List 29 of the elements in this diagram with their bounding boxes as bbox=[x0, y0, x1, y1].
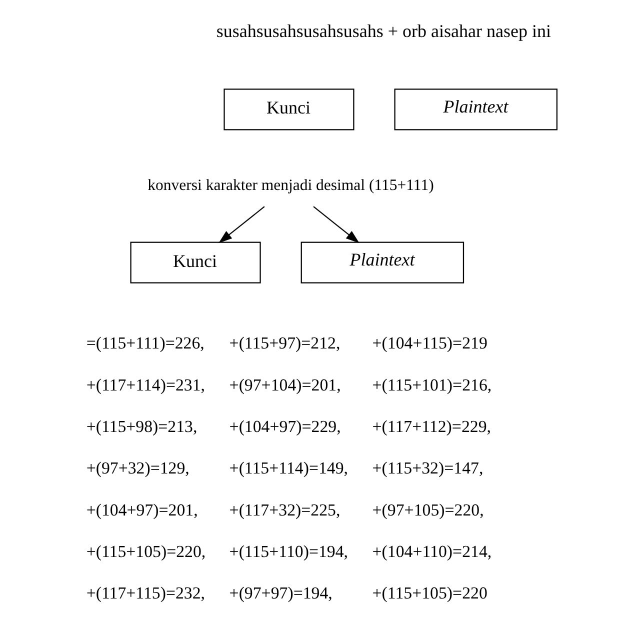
label: +(104+110)=214, bbox=[372, 542, 492, 561]
label: +(117+32)=225, bbox=[228, 500, 340, 520]
label: +(115+105)=220, bbox=[86, 542, 206, 561]
arrow bbox=[312, 206, 359, 244]
label: +(117+115)=232, bbox=[86, 584, 205, 603]
label: +(97+105)=220, bbox=[372, 500, 484, 520]
label: +(115+114)=149, bbox=[228, 458, 348, 478]
label: susahsusahsusahsusahs + orb aisahar nasep ini bbox=[216, 21, 550, 42]
label: +(104+115)=219 bbox=[372, 334, 487, 353]
node-box: Plaintext bbox=[300, 242, 464, 284]
label: +(97+104)=201, bbox=[228, 375, 340, 394]
label: =(115+111)=226, bbox=[86, 334, 204, 353]
label: +(115+98)=213, bbox=[86, 416, 197, 436]
label: +(117+112)=229, bbox=[372, 416, 490, 436]
label: +(104+97)=201, bbox=[86, 500, 198, 520]
label: +(115+101)=216, bbox=[372, 375, 492, 394]
node-box: Kunci bbox=[130, 242, 260, 284]
arrow bbox=[218, 206, 264, 244]
label: +(97+97)=194, bbox=[228, 584, 332, 603]
label: +(115+110)=194, bbox=[228, 542, 348, 561]
label: +(104+97)=229, bbox=[228, 416, 340, 436]
label: +(115+32)=147, bbox=[372, 458, 483, 478]
label: +(97+32)=129, bbox=[86, 458, 189, 478]
label: +(115+97)=212, bbox=[228, 334, 340, 353]
label: +(115+105)=220 bbox=[372, 584, 487, 603]
node-box: Plaintext bbox=[394, 88, 557, 130]
node-box: Kunci bbox=[223, 88, 354, 130]
label: +(117+114)=231, bbox=[86, 375, 205, 394]
node-text: konversi karakter menjadi desimal (115+111) bbox=[147, 177, 434, 194]
